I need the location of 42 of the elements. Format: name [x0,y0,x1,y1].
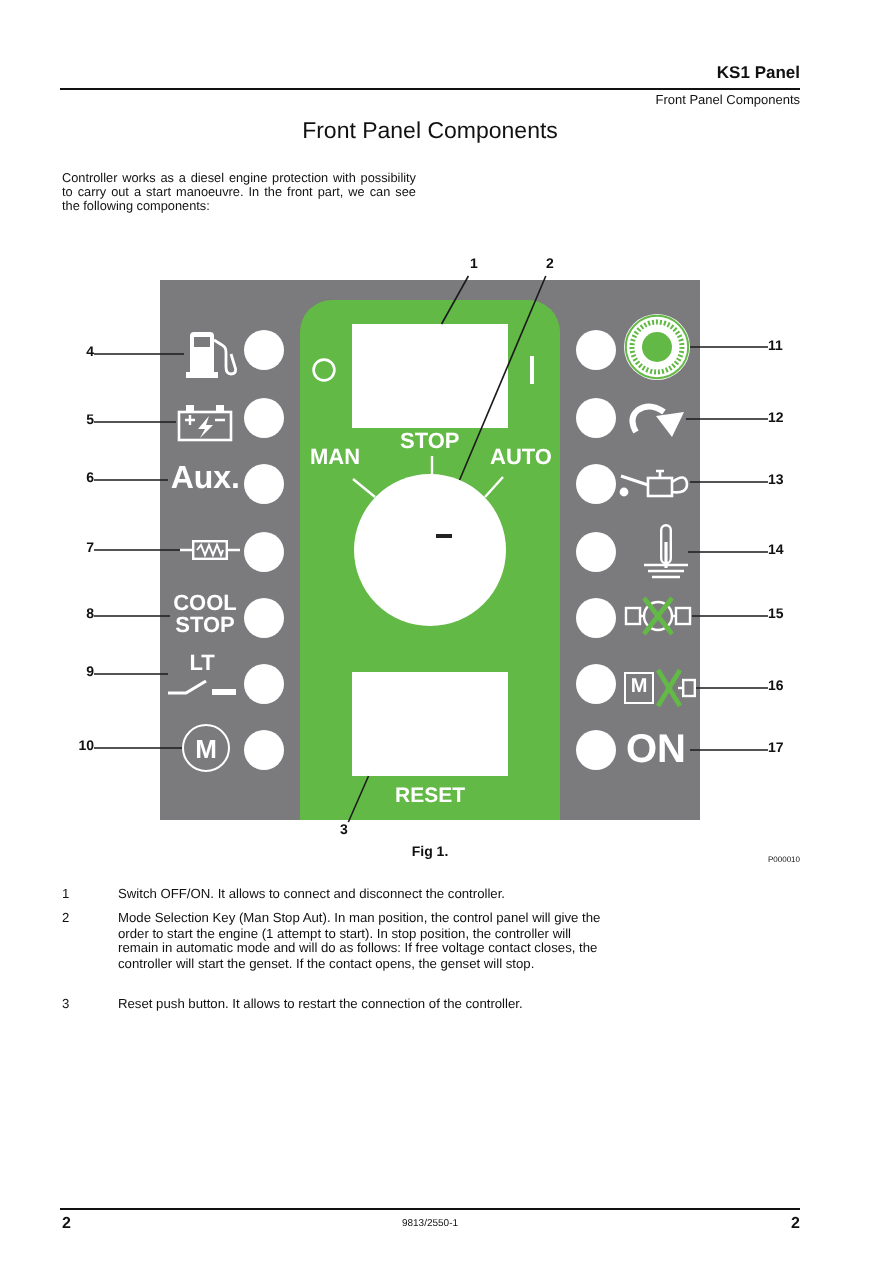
motor-symbol: M [182,724,230,772]
running-header: KS1 Panel [714,62,800,82]
reset-button [352,672,508,776]
leader-line [687,551,769,553]
crossed-valve-icon [624,596,692,636]
leader-line [93,479,169,481]
dial-position-label: STOP [400,432,462,454]
leader-line [93,353,185,355]
dotted-ring-badge-icon [624,314,690,380]
dial-position-label: MAN [310,448,363,470]
control-panel [160,280,700,820]
curved-arrow-icon [626,400,686,438]
aux-label: Aux. [168,464,240,496]
leader-line [689,749,769,751]
oil-can-icon [618,466,690,498]
mode-panel [300,300,560,820]
cool-stop-label: COOL STOP [170,592,240,640]
leader-line [689,481,769,483]
thermometer-icon [644,524,688,580]
leader-line [93,421,177,423]
lt-label: LT [187,652,217,676]
dial-position-label: AUTO [490,448,554,470]
leader-line [93,747,183,749]
reset-label: RESET [392,784,467,808]
leader-line [93,549,181,551]
leader-line [93,673,169,675]
leader-line [685,418,769,420]
leader-line [458,275,547,481]
switch-window [352,324,508,428]
leader-line [695,687,769,689]
leader-line [691,615,769,617]
leader-line [93,615,171,617]
page-title: Front Panel Components [300,118,560,146]
leader-line [689,346,769,348]
leader-line [347,775,370,823]
fuel-pump-icon [184,330,238,378]
page-number: 2 [789,1214,800,1234]
motor-symbol: M [624,672,654,704]
on-label: ON [626,730,690,770]
battery-icon [176,402,234,442]
resistor-icon [180,538,240,562]
page-number: 2 [62,1214,73,1234]
